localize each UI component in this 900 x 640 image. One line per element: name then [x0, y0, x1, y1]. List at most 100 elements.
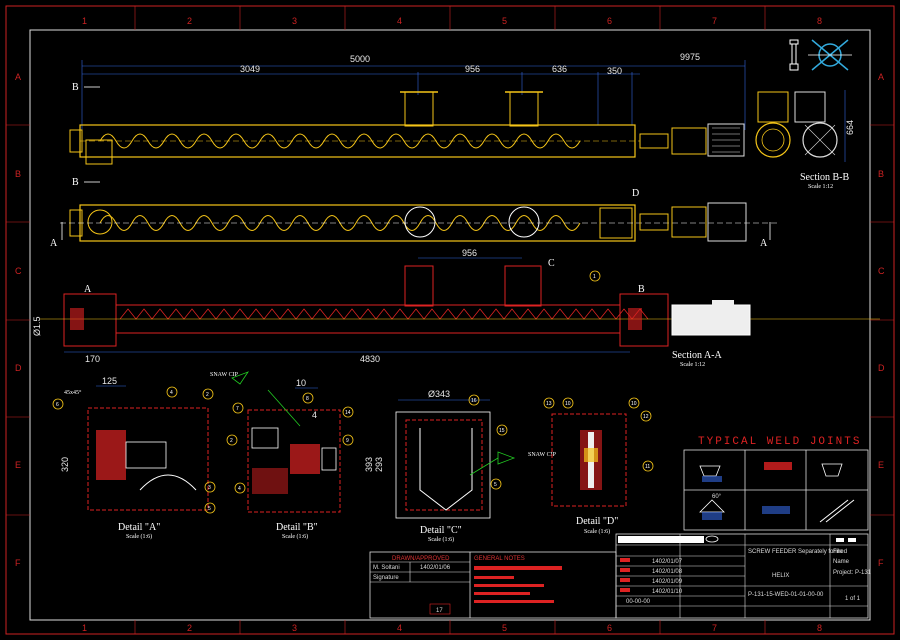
weld-angle-1: 60°	[712, 494, 722, 500]
col-label-top: 7	[712, 16, 717, 26]
dim-det-b-top: 10	[296, 378, 306, 388]
weld-joints-table: TYPICAL WELD JOINTS 60°	[683, 436, 869, 531]
snap-b-label: SNAW CIP	[210, 372, 239, 378]
dim-bb-height: 664	[845, 120, 855, 135]
detail-d: 13 10 12 11 10 Detail "D" Scale (1:6)	[543, 397, 654, 535]
tb-rev-date: 1402/01/07	[652, 559, 683, 565]
balloon-det-d: 10	[565, 401, 571, 407]
tb-name-date: 1402/01/06	[420, 565, 451, 571]
tb-material: HELIX	[772, 573, 789, 579]
col-label-bottom: 6	[607, 623, 612, 633]
tb-description: SCREW FEEDER Separately formed	[748, 549, 847, 555]
plan-view: A A D	[50, 188, 780, 249]
section-bb-title: Section B-B	[800, 172, 849, 183]
section-mark-a-aa: A	[84, 284, 92, 295]
section-mark-b-top: B	[72, 82, 79, 93]
balloon-det-c: 15	[499, 428, 505, 434]
col-label-bottom: 3	[292, 623, 297, 633]
row-label-right: A	[878, 72, 884, 82]
dim-seg4: 350	[607, 66, 622, 76]
row-label-right: E	[878, 460, 884, 470]
row-label-right: F	[878, 558, 884, 568]
tb-name-field: Name	[833, 559, 850, 565]
balloon-det-c: 16	[471, 398, 477, 404]
detail-d-scale: Scale (1:6)	[584, 528, 610, 535]
dim-total-right: 9975	[680, 52, 700, 62]
col-label-bottom: 7	[712, 623, 717, 633]
tb-sheet: 1 of 1	[845, 596, 861, 602]
row-label-left: D	[15, 363, 22, 373]
detail-c: Ø343 393 293 SNAW CIP 16 15 5 Detail "C"…	[364, 389, 557, 543]
dim-det-c-left1: 393	[364, 457, 374, 472]
balloon-det-b: 4	[238, 486, 241, 492]
section-mark-a-left: A	[50, 238, 58, 249]
tb-project: Project: P-131	[833, 570, 872, 576]
detail-a-title: Detail "A"	[118, 522, 160, 533]
grid-labels: 1 2 3 4 5 6 7 8 1 2 3 4 5 6 7 8 A B C D …	[6, 6, 894, 634]
detail-b: SNAW CIP 10 4 7 8 2 4 14 9 Detail "B" Sc…	[210, 371, 354, 540]
dim-seg2: 956	[465, 64, 480, 74]
tb-file: File	[833, 549, 843, 555]
tb-general-notes: GENERAL NOTES	[474, 556, 525, 562]
dim-aa-bottom-left: 170	[85, 354, 100, 364]
col-label-top: 4	[397, 16, 402, 26]
tb-rev-date: 1402/01/09	[652, 579, 683, 585]
col-label-bottom: 1	[82, 623, 87, 633]
snap-c-label: SNAW CIP	[528, 452, 557, 458]
detail-b-title: Detail "B"	[276, 522, 318, 533]
col-label-top: 2	[187, 16, 192, 26]
col-label-bottom: 5	[502, 623, 507, 633]
dim-aa-bottom: 4830	[360, 354, 380, 364]
section-mark-b-bottom: B	[72, 177, 79, 188]
detail-a-scale: Scale (1:6)	[126, 533, 152, 540]
dim-det-a-top: 125	[102, 376, 117, 386]
tb-drawn-approved: DRAWN/APPROVED	[392, 556, 450, 562]
row-label-left: A	[15, 72, 21, 82]
col-label-top: 8	[817, 16, 822, 26]
detail-c-title: Detail "C"	[420, 525, 462, 536]
tb-rev-date: 1402/01/08	[652, 569, 683, 575]
row-label-right: D	[878, 363, 885, 373]
tb-drawing-no: P-131-15-WED-01-01-00-00	[748, 592, 824, 598]
row-label-right: C	[878, 266, 885, 276]
balloon-det-b: 14	[345, 410, 351, 416]
detail-c-scale: Scale (1:6)	[428, 536, 454, 543]
balloon-det-b: 8	[306, 396, 309, 402]
tb-name: M. Soltani	[373, 565, 400, 571]
row-label-left: E	[15, 460, 21, 470]
balloon-det-d: 11	[645, 464, 650, 470]
detail-b-scale: Scale (1:6)	[282, 533, 308, 540]
col-label-top: 1	[82, 16, 87, 26]
tb-code-a: 00-00-00	[626, 599, 651, 605]
section-mark-a-right: A	[760, 238, 768, 249]
dim-aa-top: 956	[462, 248, 477, 258]
dim-overall: 5000	[350, 54, 370, 64]
weld-joints-title: TYPICAL WELD JOINTS	[698, 436, 861, 448]
balloon-det-d: 12	[643, 414, 649, 420]
dim-seg1: 3049	[240, 64, 260, 74]
tb-bottom-num: 17	[436, 608, 443, 614]
col-label-bottom: 2	[187, 623, 192, 633]
balloon-det-a: 5	[208, 506, 211, 512]
row-label-right: B	[878, 169, 884, 179]
title-block: DRAWN/APPROVED M. Soltani 1402/01/06 Sig…	[369, 533, 872, 619]
dim-seg3: 636	[552, 64, 567, 74]
row-label-left: C	[15, 266, 22, 276]
section-aa-title: Section A-A	[672, 350, 722, 361]
tb-rev-date: 1402/01/10	[652, 589, 683, 595]
projection-symbol-icon	[789, 39, 852, 71]
balloon-det-a: 6	[56, 402, 59, 408]
dim-det-a-left: 320	[60, 457, 70, 472]
detail-d-title: Detail "D"	[576, 516, 618, 527]
row-label-left: B	[15, 169, 21, 179]
det-a-angle: 45x45°	[64, 389, 82, 396]
dim-aa-left: Ø1.5	[32, 316, 42, 336]
balloon-det-a: 3	[208, 485, 211, 491]
dim-det-b-num: 4	[312, 410, 317, 420]
col-label-top: 3	[292, 16, 297, 26]
section-bb-view: 664 Section B-B Scale 1:12	[755, 90, 855, 190]
tb-signature: Signature	[373, 575, 399, 581]
col-label-bottom: 4	[397, 623, 402, 633]
balloon-det-a: 2	[206, 392, 209, 398]
